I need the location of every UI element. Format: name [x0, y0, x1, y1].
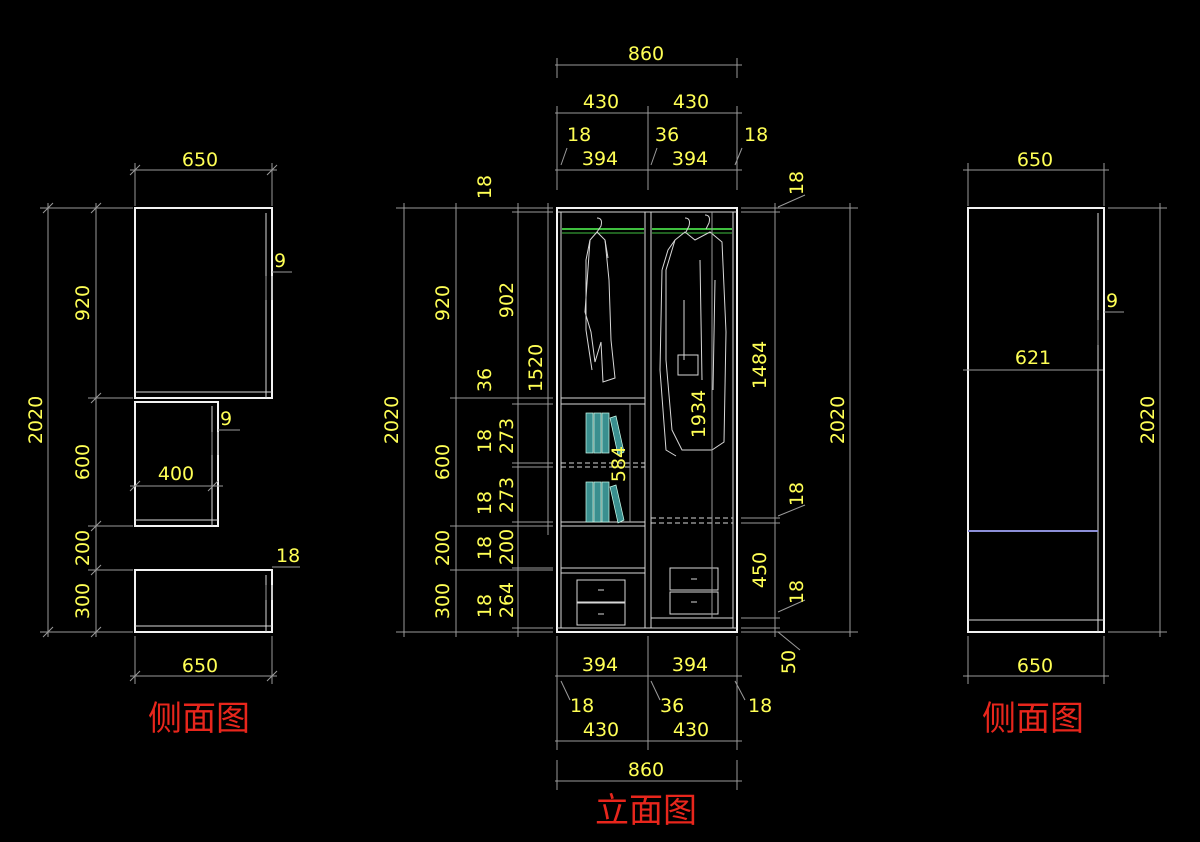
front-inner-span-left: 1520 — [525, 344, 547, 392]
front-hanging-height: 1934 — [688, 390, 710, 438]
right-side-box — [967, 207, 1105, 633]
title-right-side-view: 侧面图 — [982, 699, 1084, 739]
left-zone-height-2: 600 — [72, 444, 94, 480]
front-left-panel-5: 18 — [474, 536, 496, 560]
title-front-elevation: 立面图 — [595, 791, 697, 831]
front-elevation: 860 430 430 18 36 18 394 394 394 394 18 … — [381, 43, 858, 790]
left-zone-height-1: 920 — [72, 285, 94, 321]
front-right-panel-3: 18 — [786, 580, 808, 604]
binder-icon — [585, 412, 625, 524]
front-left-panel-2: 36 — [474, 368, 496, 392]
front-left-zone-4: 300 — [432, 583, 454, 619]
right-panel-thickness: 9 — [1106, 290, 1118, 312]
front-left-inner-4: 200 — [496, 529, 518, 565]
front-top-inner-1: 394 — [582, 148, 618, 170]
left-top-width: 650 — [182, 149, 218, 171]
front-right-total: 2020 — [827, 396, 849, 444]
left-zone-height-4: 300 — [72, 583, 94, 619]
front-top-total: 860 — [628, 43, 664, 65]
front-right-zone-1: 1484 — [749, 341, 771, 389]
left-upper-box — [134, 207, 273, 399]
front-left-inner-3: 273 — [496, 477, 518, 513]
left-middle-box — [134, 401, 219, 527]
front-top-inner-2: 394 — [672, 148, 708, 170]
jacket-icon — [584, 217, 616, 383]
left-lower-box — [134, 569, 273, 633]
front-top-thickness-3: 18 — [744, 124, 768, 146]
left-bottom-width: 650 — [182, 655, 218, 677]
front-left-inner-5: 264 — [496, 582, 518, 618]
left-zone-height-3: 200 — [72, 530, 94, 566]
front-bottom-inner-2: 394 — [672, 654, 708, 676]
front-top-half-2: 430 — [673, 91, 709, 113]
left-mid-depth: 400 — [158, 463, 194, 485]
front-left-inner-1: 902 — [496, 282, 518, 318]
front-shelf-span: 584 — [608, 446, 630, 482]
front-bottom-thickness-3: 18 — [748, 695, 772, 717]
left-panel-thickness-mid: 9 — [220, 408, 232, 430]
left-panel-thickness-top: 9 — [274, 250, 286, 272]
front-bottom-thickness-1: 18 — [570, 695, 594, 717]
front-base-height: 50 — [778, 650, 800, 674]
front-right-zone-2: 450 — [749, 552, 771, 588]
front-top-thickness-1: 18 — [567, 124, 591, 146]
drawer-boxes — [576, 567, 719, 626]
front-left-zone-3: 200 — [432, 530, 454, 566]
front-bottom-half-2: 430 — [673, 719, 709, 741]
left-drawer-thickness: 18 — [276, 545, 300, 567]
front-left-panel-3: 18 — [474, 429, 496, 453]
right-inner-depth: 621 — [1015, 347, 1051, 369]
front-right-panel-2: 18 — [786, 482, 808, 506]
front-left-zone-1: 920 — [432, 285, 454, 321]
front-left-panel-4: 18 — [474, 491, 496, 515]
front-left-panel-6: 18 — [474, 594, 496, 618]
front-left-panel-1: 18 — [474, 175, 496, 199]
right-bottom-width: 650 — [1017, 655, 1053, 677]
coat-icon — [659, 214, 727, 457]
front-left-total: 2020 — [381, 396, 403, 444]
front-bottom-thickness-2: 36 — [660, 695, 684, 717]
front-bottom-inner-1: 394 — [582, 654, 618, 676]
title-left-side-view: 侧面图 — [148, 699, 250, 739]
front-top-thickness-2: 36 — [655, 124, 679, 146]
front-right-panel-1: 18 — [786, 171, 808, 195]
wardrobe-carcass — [556, 207, 738, 633]
left-side-view: 650 650 2020 920 600 200 300 9 — [25, 149, 300, 684]
left-total-height: 2020 — [25, 396, 47, 444]
front-left-zone-2: 600 — [432, 444, 454, 480]
front-bottom-half-1: 430 — [583, 719, 619, 741]
front-left-inner-2: 273 — [496, 418, 518, 454]
right-side-view: 650 650 621 9 2020 — [963, 149, 1167, 684]
right-total-height: 2020 — [1137, 396, 1159, 444]
front-bottom-total: 860 — [628, 759, 664, 781]
right-top-width: 650 — [1017, 149, 1053, 171]
front-top-half-1: 430 — [583, 91, 619, 113]
